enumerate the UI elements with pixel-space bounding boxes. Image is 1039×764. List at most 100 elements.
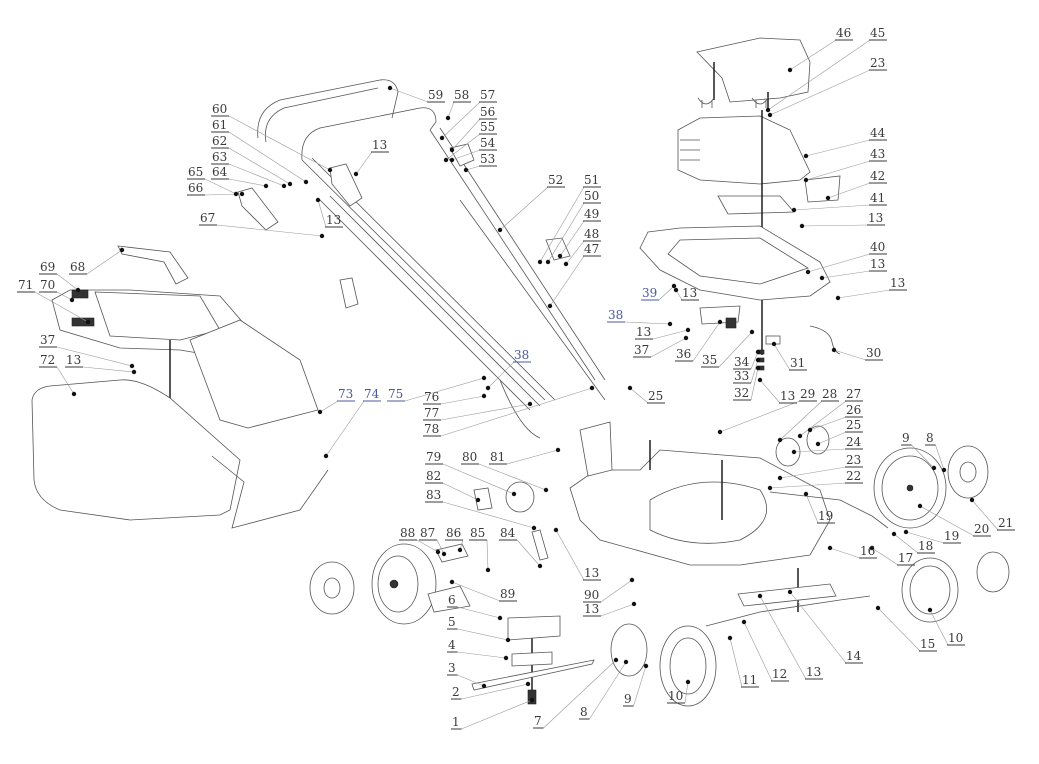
part-label-49: 49 (584, 207, 599, 221)
leader-dot-7 (613, 657, 619, 663)
part-label-80: 80 (462, 450, 477, 464)
gear-cover (806, 425, 830, 455)
leader-dot-25a (627, 385, 633, 391)
leader-dot-34 (755, 349, 761, 355)
leader-line-14 (789, 591, 847, 664)
part-label-37: 37 (40, 333, 55, 347)
part-label-13: 13 (372, 138, 387, 152)
part-label-13: 13 (806, 665, 821, 679)
leader-line-89 (451, 581, 501, 602)
leader-dot-82 (475, 497, 481, 503)
leader-dot-22 (767, 485, 773, 491)
leader-dot-16 (827, 545, 833, 551)
leader-line-57 (441, 101, 481, 139)
leader-dot-41 (791, 207, 797, 213)
part-label-77: 77 (424, 406, 439, 420)
part-label-15: 15 (920, 637, 935, 651)
leader-dot-38b (485, 385, 491, 391)
leader-line-29 (719, 400, 801, 433)
leader-line-75 (404, 377, 485, 402)
leader-line-43 (805, 160, 871, 181)
leader-dot-27 (797, 433, 803, 439)
leader-dot-35 (749, 329, 755, 335)
part-label-14: 14 (846, 649, 862, 663)
handle-lower-bar (301, 107, 437, 161)
leader-line-50 (547, 202, 585, 263)
part-label-23: 23 (846, 453, 861, 467)
leader-dot-71 (85, 319, 91, 325)
leader-line-13j (82, 366, 135, 373)
part-label-5: 5 (448, 615, 456, 629)
leader-line-47 (549, 255, 585, 307)
leader-line-62 (228, 147, 291, 185)
leader-line-27 (799, 400, 847, 437)
leader-dot-30 (831, 347, 837, 353)
leader-dot-76 (481, 393, 487, 399)
leader-line-7 (543, 659, 617, 729)
part-label-30: 30 (866, 346, 881, 360)
leader-line-61 (228, 131, 307, 183)
leader-line-64 (228, 178, 267, 187)
leader-dot-21 (969, 497, 975, 503)
leader-line-39 (658, 285, 675, 301)
leader-dot-19b (903, 529, 909, 535)
leader-line-60 (228, 115, 331, 171)
leader-line-58 (447, 101, 455, 119)
leader-dot-85 (485, 567, 491, 573)
leader-line-13c (837, 289, 891, 299)
motor-mount (507, 615, 561, 641)
drive-pulley (505, 481, 535, 513)
part-label-45: 45 (870, 26, 885, 40)
leader-dot-13c (835, 295, 841, 301)
leader-line-13e (652, 329, 689, 340)
leader-dot-36 (717, 319, 723, 325)
leader-line-23a (769, 69, 871, 116)
mower-deck (569, 449, 831, 566)
leader-line-9b (633, 665, 647, 707)
leader-dot-73 (317, 409, 323, 415)
rear-lever (435, 543, 469, 563)
leader-dot-13h (553, 527, 559, 533)
part-label-67: 67 (200, 211, 215, 225)
engine-cover-top (696, 37, 811, 103)
leader-line-6 (457, 606, 501, 619)
control-box-right (449, 143, 475, 167)
part-label-4: 4 (448, 638, 456, 652)
leader-line-25a (629, 387, 649, 404)
cover-clip-left (697, 97, 715, 108)
part-label-18: 18 (918, 539, 933, 553)
leader-line-77 (440, 403, 531, 421)
part-label-55: 55 (480, 120, 495, 134)
leader-dot-79 (511, 491, 517, 497)
part-label-64: 64 (212, 165, 228, 179)
leader-dot-48 (563, 261, 569, 267)
leader-dot-38a (667, 321, 673, 327)
cover-clip-right (751, 97, 769, 108)
part-label-13: 13 (636, 325, 651, 339)
leader-dot-13l (353, 171, 359, 177)
leader-dot-25b (815, 441, 821, 447)
control-box-center (329, 163, 363, 207)
part-label-22: 22 (846, 469, 861, 483)
leader-line-45 (767, 39, 871, 111)
part-label-1: 1 (452, 715, 460, 729)
leader-line-21 (971, 499, 999, 531)
engine-housing (677, 115, 811, 185)
leader-line-31 (773, 343, 791, 371)
leader-lines (34, 39, 999, 730)
leader-dot-62 (287, 181, 293, 187)
part-label-90: 90 (584, 588, 599, 602)
part-label-12: 12 (772, 667, 787, 681)
leader-dot-33 (755, 357, 761, 363)
leader-line-13a (801, 224, 869, 227)
leader-line-82 (442, 482, 479, 501)
leader-line-24 (793, 448, 847, 453)
leader-dot-74 (323, 453, 329, 459)
leader-line-87 (436, 539, 445, 555)
leader-dot-6 (497, 615, 503, 621)
leader-dot-83 (531, 525, 537, 531)
part-label-57: 57 (480, 88, 495, 102)
rear-wheel-right (873, 447, 947, 529)
leader-line-70 (56, 291, 73, 301)
leader-line-81 (506, 449, 559, 465)
